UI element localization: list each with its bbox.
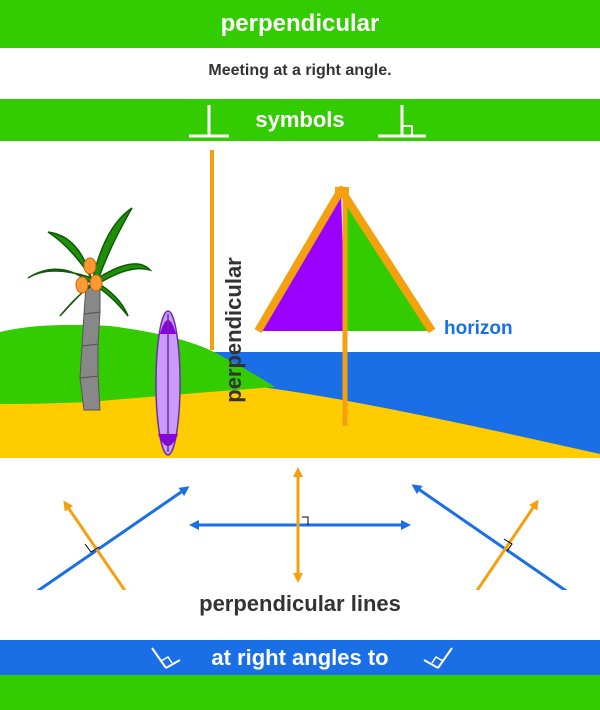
perpendicular-symbol-icon [189, 105, 229, 138]
right-angle-corner-icon-left [151, 647, 181, 669]
symbols-label: symbols [255, 107, 345, 132]
footer-label: at right angles to [211, 644, 389, 670]
right-angle-box-symbol-icon [378, 105, 426, 138]
title-banner: perpendicular [0, 0, 600, 48]
right-angle-corner-icon-right [423, 647, 453, 669]
perpendicular-pair-middle [189, 467, 411, 583]
page-title: perpendicular [220, 10, 380, 37]
grass-hill [0, 324, 275, 404]
surfboard-icon [155, 310, 181, 456]
right-angle-marker-icon [84, 543, 100, 553]
beach-sand [0, 385, 600, 458]
bottom-banner [0, 675, 600, 710]
right-angle-marker-icon [302, 516, 309, 525]
symbols-banner: symbols [0, 99, 600, 141]
beach-scene [0, 150, 600, 458]
definition-text: Meeting at a right angle. [208, 62, 392, 79]
scene-perpendicular-label: perpendicular [221, 257, 246, 403]
lines-caption: perpendicular lines [199, 591, 401, 616]
palm-tree-icon [27, 207, 153, 411]
perpendicular-pair-right [411, 484, 591, 590]
perpendicular-pair-left [7, 486, 190, 590]
beach-umbrella-icon [254, 186, 436, 426]
perpendicular-lines-examples [7, 467, 591, 590]
right-angle-marker-icon [503, 538, 513, 552]
horizon-label: horizon [444, 318, 513, 339]
footer-banner: at right angles to [0, 640, 600, 675]
